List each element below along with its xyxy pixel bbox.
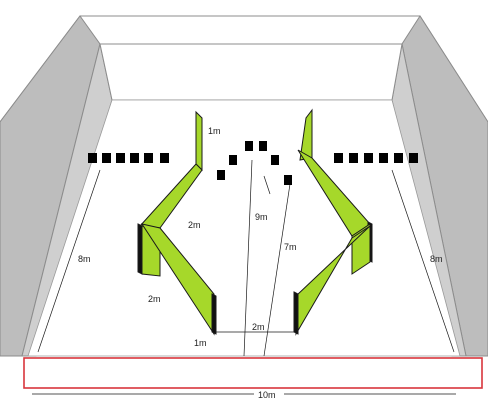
center-9m-line [243,159,253,357]
right-wall [401,15,488,357]
arena-floor [27,99,461,357]
right-block-row [334,153,418,163]
right-panel-bottom-edge [293,291,299,335]
center-short-line [263,175,271,195]
label-left-8m: 8m [78,254,91,264]
label-bottom-2m: 2m [252,322,265,332]
right-panel-top [299,108,313,161]
label-bottom-1m: 1m [194,338,207,348]
label-center-9m: 9m [255,212,268,222]
label-left-lower-2m: 2m [148,294,161,304]
start-zone [23,357,483,389]
label-left-upper-2m: 2m [188,220,201,230]
back-wall-face [99,43,403,101]
label-right-8m: 8m [430,254,443,264]
left-block-row [88,153,169,163]
left-wall [0,15,101,357]
right-barrier [293,108,373,336]
label-width-10m: 10m [258,390,276,400]
label-top-1m: 1m [208,126,221,136]
left-barrier [137,110,217,336]
left-8m-line [37,169,101,353]
left-panel-lower-diagonal [140,223,215,336]
left-panel-top [195,110,203,172]
left-panel-corner-edge [137,223,143,275]
center-blocks [217,141,292,185]
right-8m-line [391,169,455,353]
center-7m-line [263,183,291,357]
left-panel-bottom-edge [211,293,217,335]
label-center-7m: 7m [284,242,297,252]
